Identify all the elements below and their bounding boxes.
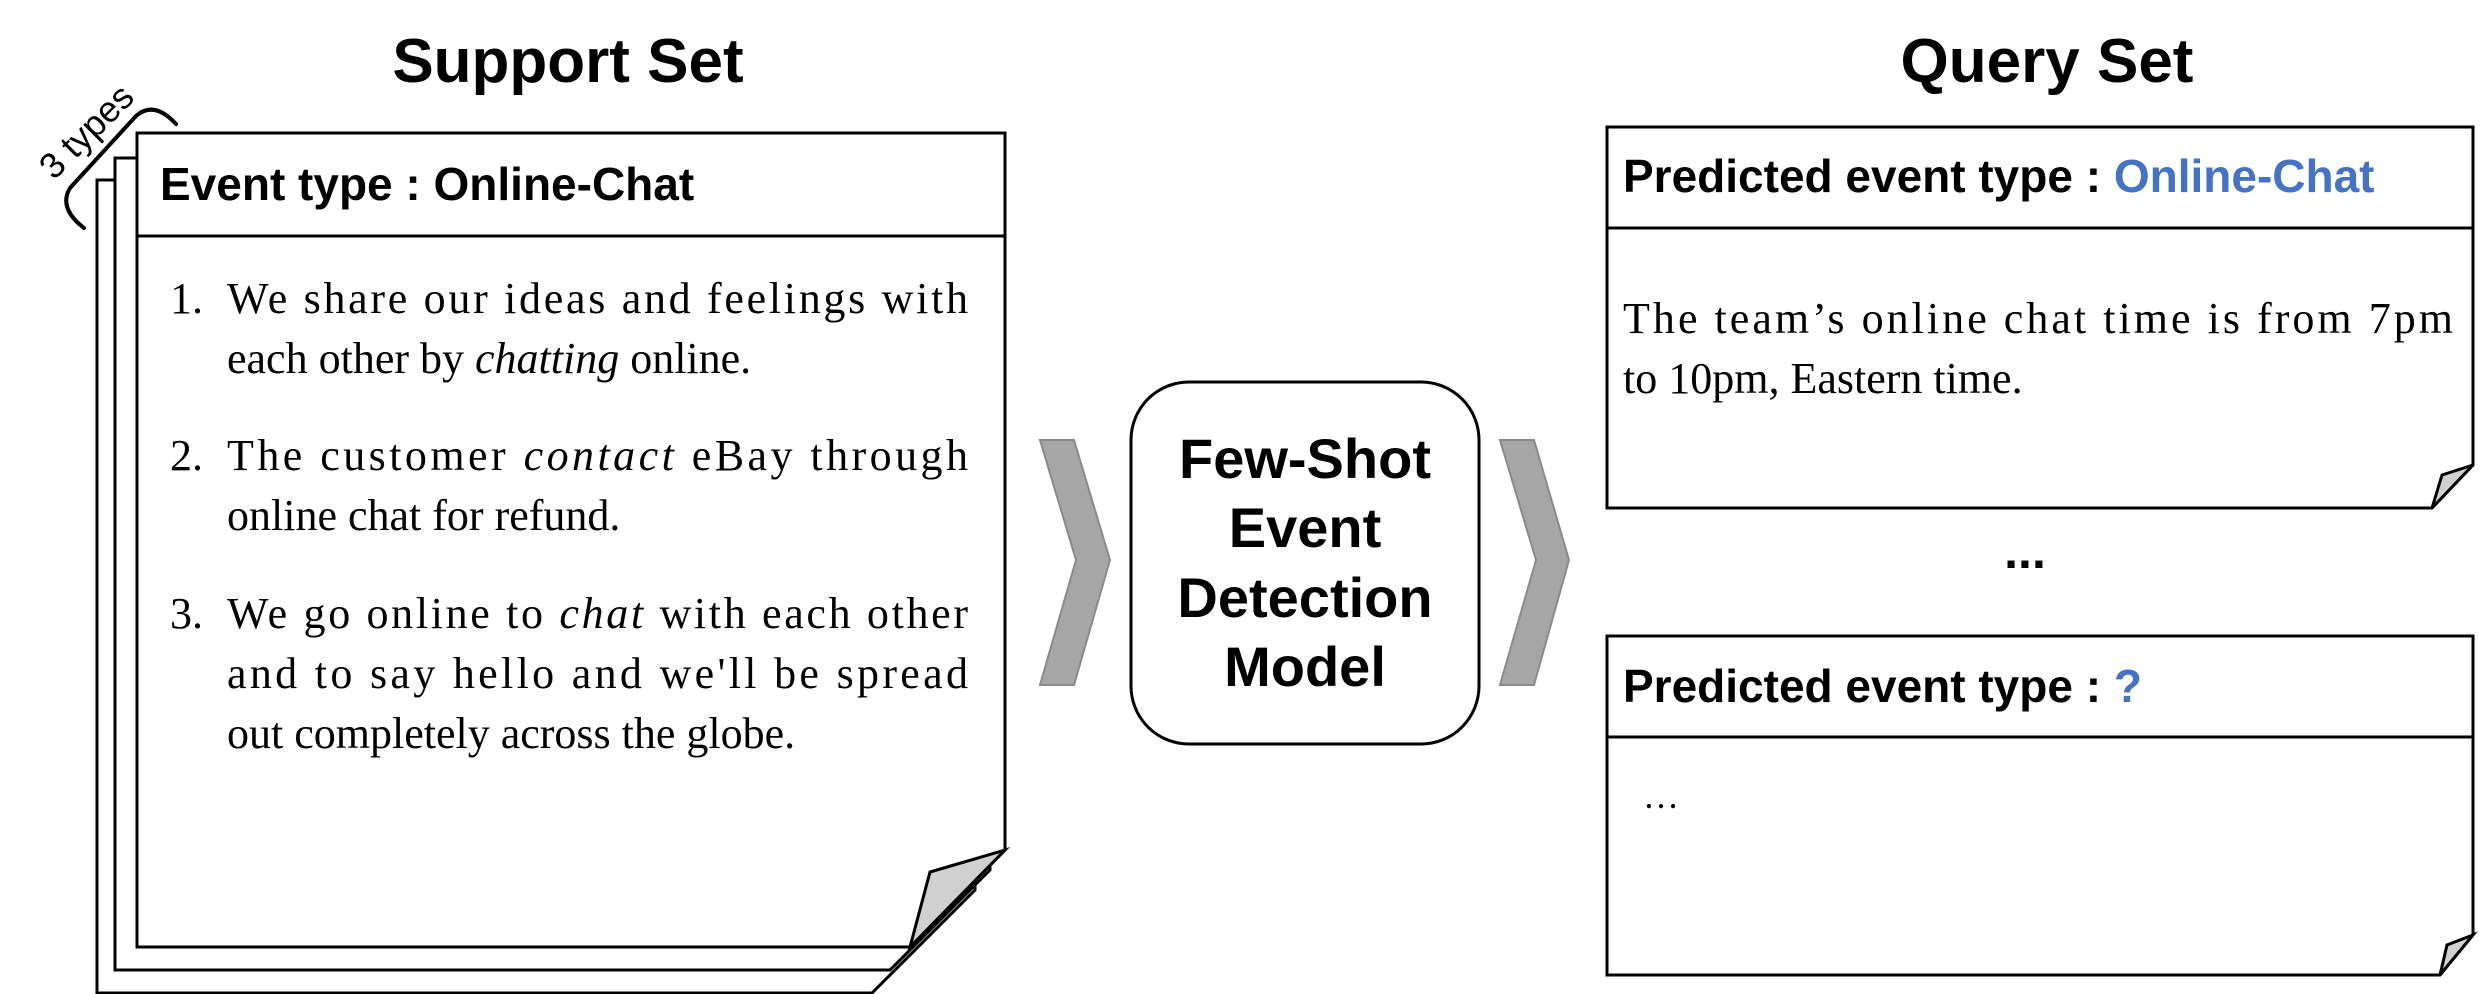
support-example-text: and to say hello and we'll be spread bbox=[227, 649, 968, 698]
query-card-1-text-line-1: The team’s online chat time is from 7pm bbox=[1623, 294, 2453, 343]
support-example-number: 3. bbox=[170, 589, 203, 638]
support-example-text: out completely across the globe. bbox=[227, 709, 795, 758]
query-card-2: Predicted event type : ? … bbox=[1605, 634, 2478, 977]
support-example-text: The customer bbox=[227, 431, 520, 480]
support-example-number: 1. bbox=[170, 274, 203, 323]
support-example-text: We share our ideas and feelings with bbox=[227, 274, 968, 323]
support-example-trigger-word: chat bbox=[559, 589, 645, 638]
support-example-1-line-1: We share our ideas and feelings with bbox=[227, 274, 968, 323]
support-card-fold bbox=[907, 846, 1011, 953]
support-example-text: online. bbox=[619, 334, 751, 383]
support-example-text: eBay through bbox=[677, 431, 968, 480]
query-card-2-header: Predicted event type : ? bbox=[1623, 660, 2142, 712]
support-example-2-line-1: The customer contact eBay through bbox=[227, 431, 968, 480]
model-label-line-1: Few-Shot bbox=[1179, 427, 1431, 490]
arrow-to-model bbox=[1038, 439, 1112, 686]
support-example-text: We go online to bbox=[227, 589, 557, 638]
model-label: Few-Shot Event Detection Model bbox=[1177, 427, 1432, 698]
query-card-1-label: Predicted event type : bbox=[1623, 150, 2114, 202]
support-example-text: each other by bbox=[227, 334, 475, 383]
support-example-trigger-word: contact bbox=[524, 431, 676, 480]
support-example-text: online chat for refund. bbox=[227, 491, 620, 540]
query-card-1-header: Predicted event type : Online-Chat bbox=[1623, 150, 2375, 202]
support-event-type-label: Event type : Online-Chat bbox=[160, 158, 694, 210]
support-card-stack bbox=[95, 131, 1011, 994]
query-card-2-predicted-type: ? bbox=[2114, 660, 2142, 712]
query-card-1-text-line-2: to 10pm, Eastern time. bbox=[1623, 354, 2023, 403]
types-bracket bbox=[64, 107, 178, 230]
support-example-3-line-2: and to say hello and we'll be spread bbox=[227, 649, 968, 698]
model-label-line-3: Detection bbox=[1177, 566, 1432, 629]
support-example-3-line-1: We go online to chat with each other bbox=[227, 589, 968, 638]
query-card-2-fold bbox=[2438, 931, 2478, 976]
model-box bbox=[1129, 380, 1481, 746]
support-example-1-line-2: each other by chatting online. bbox=[227, 334, 751, 383]
arrow-to-query bbox=[1498, 439, 1571, 686]
support-example-number: 2. bbox=[170, 431, 203, 480]
query-card-1-fold bbox=[2430, 463, 2475, 510]
support-example-3-line-3: out completely across the globe. bbox=[227, 709, 795, 758]
query-separator: ... bbox=[2004, 523, 2046, 579]
query-card-2-label: Predicted event type : bbox=[1623, 660, 2114, 712]
query-card-1-predicted-type: Online-Chat bbox=[2114, 150, 2375, 202]
support-example-trigger-word: chatting bbox=[475, 334, 619, 383]
query-card-2-text: … bbox=[1643, 776, 1679, 816]
support-card-front bbox=[135, 131, 1007, 949]
query-card-1: Predicted event type : Online-Chat The t… bbox=[1605, 125, 2475, 510]
model-label-line-4: Model bbox=[1224, 635, 1386, 698]
support-set-title: Support Set bbox=[392, 27, 743, 96]
support-example-text: with each other bbox=[646, 589, 969, 638]
model-label-line-2: Event bbox=[1229, 496, 1382, 559]
support-example-2-line-2: online chat for refund. bbox=[227, 491, 620, 540]
query-set-title: Query Set bbox=[1901, 27, 2194, 96]
